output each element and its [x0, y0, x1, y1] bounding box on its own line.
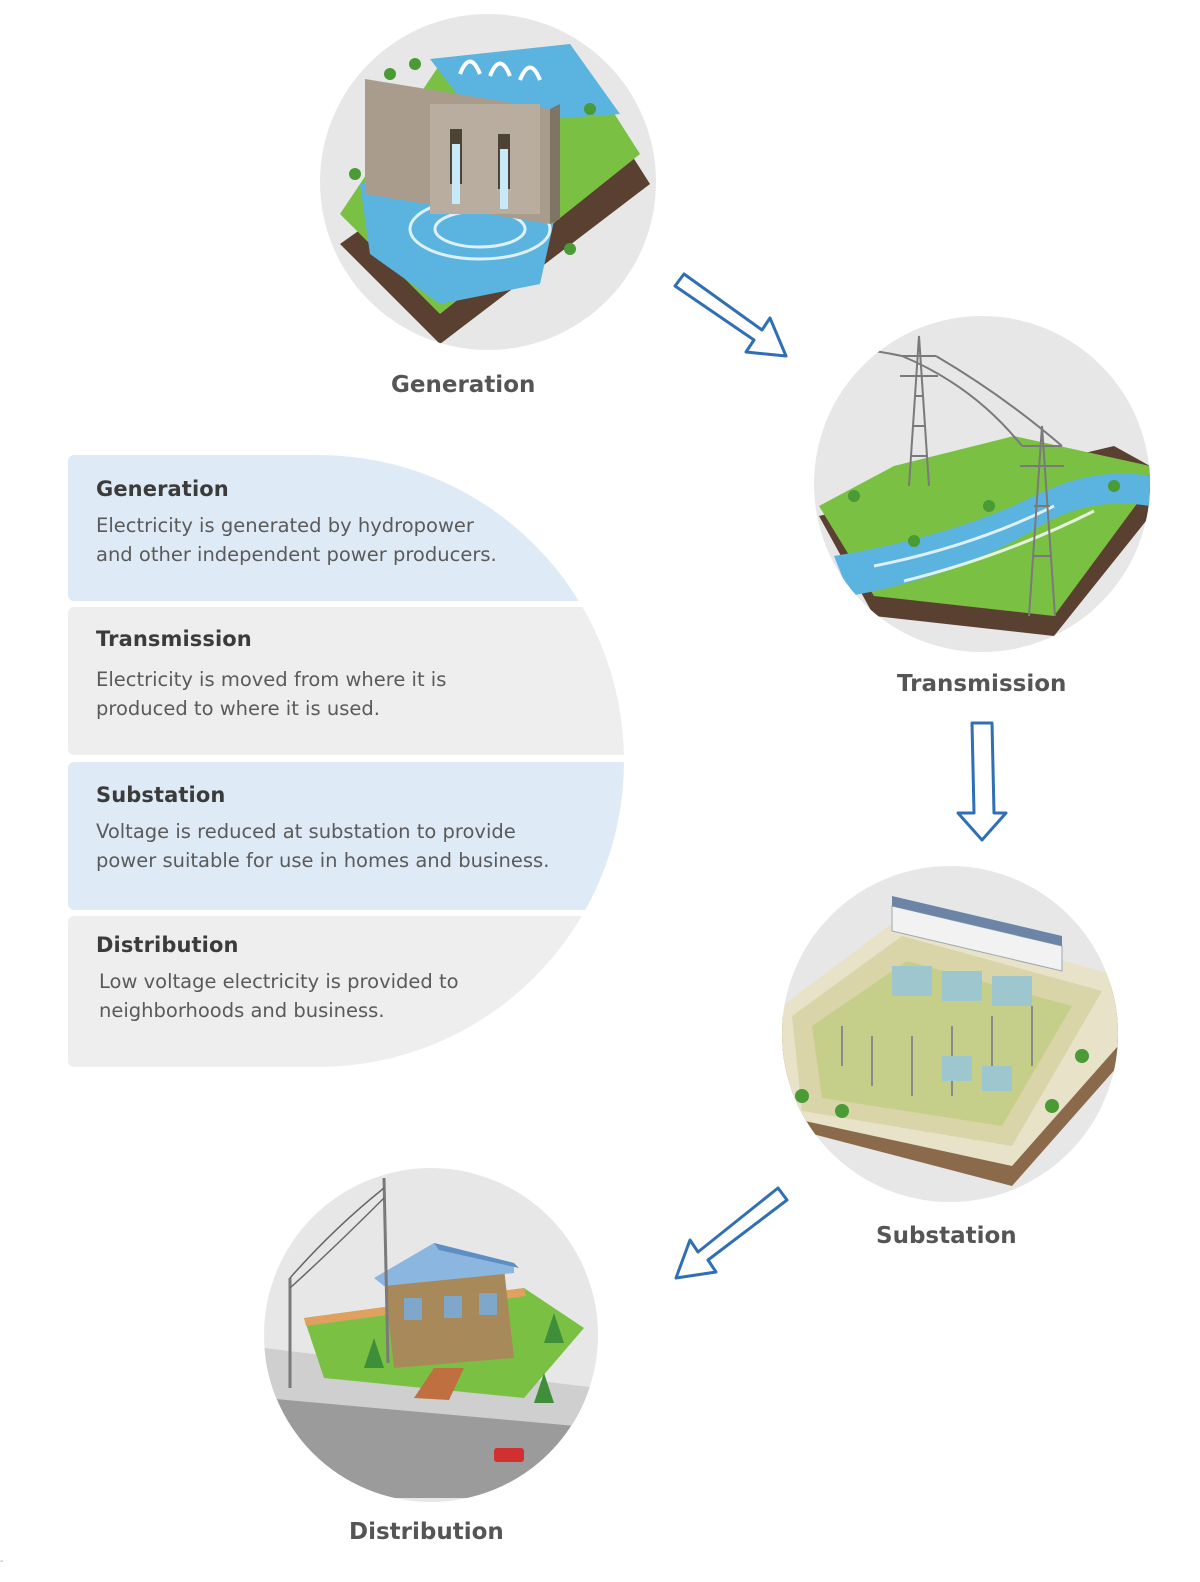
flow-arrow-icon [674, 1186, 789, 1280]
transmission-illustration [814, 316, 1150, 652]
info-title: Generation [96, 477, 229, 501]
stage-label-substation: Substation [876, 1223, 1017, 1249]
flow-arrow-icon [956, 721, 1008, 842]
transmission-towers-icon [814, 335, 1150, 636]
substation-illustration [782, 866, 1118, 1202]
house-with-power-pole-icon [264, 1177, 598, 1498]
electrical-substation-icon [782, 896, 1118, 1186]
info-block-generation: Generation Electricity is generated by h… [96, 477, 516, 569]
info-block-substation: Substation Voltage is reduced at substat… [96, 783, 556, 875]
info-text: Electricity is moved from where it is pr… [96, 668, 447, 720]
flow-arrow-icon [673, 272, 788, 358]
hydropower-dam-icon [340, 44, 650, 344]
panel-background [68, 455, 624, 1067]
info-block-transmission: Transmission Electricity is moved from w… [96, 627, 466, 723]
info-text: Voltage is reduced at substation to prov… [96, 820, 550, 872]
distribution-illustration [264, 1168, 598, 1502]
page-edge-mark: - [0, 1556, 4, 1567]
info-block-distribution: Distribution Low voltage electricity is … [96, 933, 469, 1025]
info-title: Substation [96, 783, 226, 807]
stage-label-generation: Generation [391, 372, 536, 398]
info-text: Electricity is generated by hydropower a… [96, 514, 497, 566]
stage-label-transmission: Transmission [897, 671, 1067, 697]
info-title: Distribution [96, 933, 239, 957]
stage-label-distribution: Distribution [349, 1519, 504, 1545]
info-text: Low voltage electricity is provided to n… [99, 970, 459, 1022]
info-title: Transmission [96, 627, 252, 651]
stage-description-panel: Generation Electricity is generated by h… [68, 455, 632, 1067]
generation-illustration [320, 14, 656, 350]
